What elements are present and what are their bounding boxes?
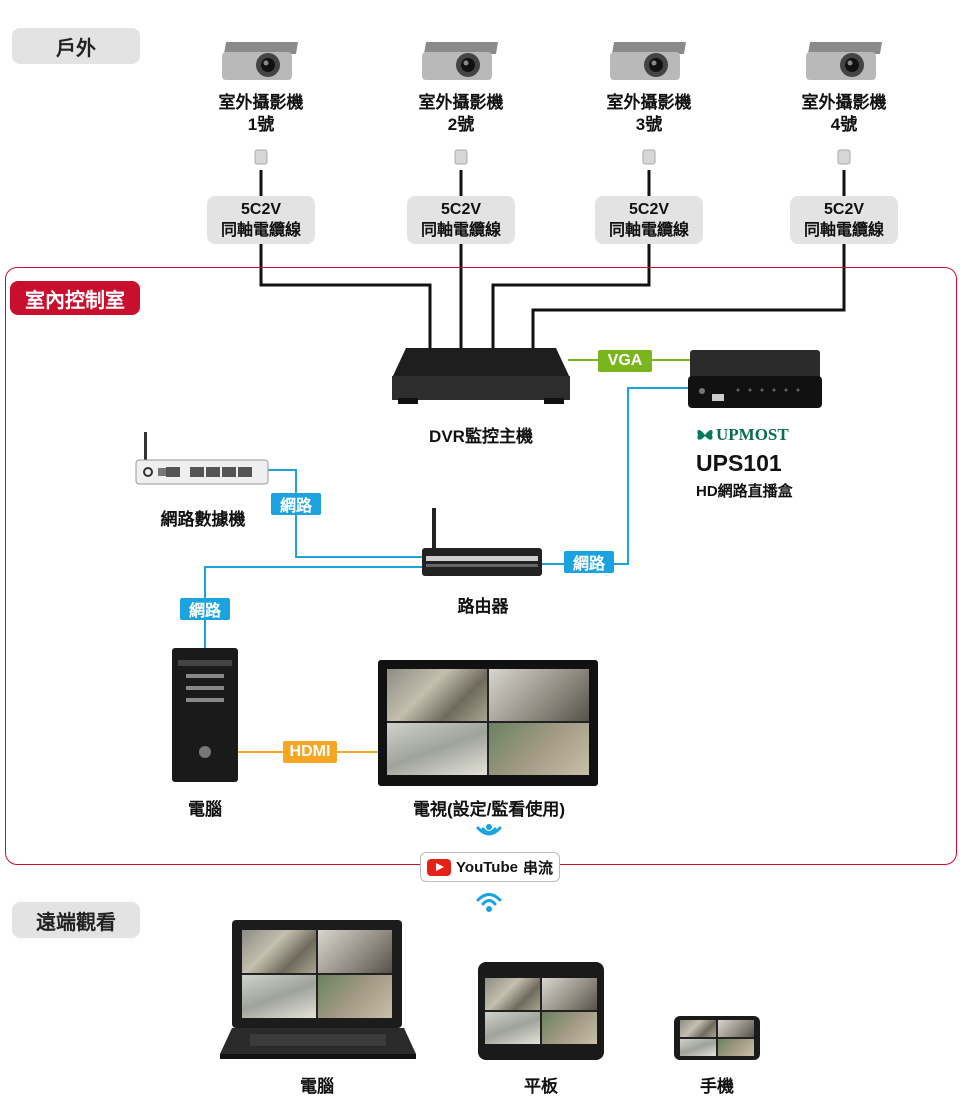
switch-label: 網路數據機 [160, 510, 246, 529]
section-indoor: 室內控制室 [10, 281, 140, 315]
network-tag-ups: 網路 [564, 551, 614, 573]
cable-label-4: 5C2V 同軸電纜線 [790, 196, 898, 244]
feed-3 [387, 723, 487, 775]
tv-screen-feeds [387, 669, 589, 775]
pc-label: 電腦 [188, 800, 222, 819]
feed-1 [485, 978, 540, 1010]
tv-monitor [378, 660, 598, 786]
ups-model: UPS101 [696, 450, 782, 476]
camera-3-number: 3號 [635, 115, 663, 134]
network-tag-pc: 網路 [180, 598, 230, 620]
outdoor-camera-1-icon [222, 42, 298, 80]
cable-type: 5C2V [823, 201, 865, 218]
outdoor-camera-4-icon [806, 42, 882, 80]
camera-2-label: 室外攝影機 2號 [401, 92, 521, 136]
cable-desc: 同軸電纜線 [608, 222, 689, 239]
feed-1 [387, 669, 487, 721]
ups101-box-icon [688, 350, 822, 408]
cable-type: 5C2V [628, 201, 670, 218]
camera-1-label: 室外攝影機 1號 [201, 92, 321, 136]
desktop-pc-icon [172, 648, 238, 782]
tv-label: 電視(設定/監看使用) [412, 800, 566, 819]
feed-3 [680, 1039, 716, 1056]
laptop-screen-feeds [242, 930, 392, 1018]
upmost-brand: UPMOST [716, 425, 789, 444]
router-icon [422, 508, 542, 576]
feed-3 [485, 1012, 540, 1044]
wifi-signal-icon [476, 824, 502, 836]
butterfly-icon [697, 430, 713, 440]
feed-4 [542, 1012, 597, 1044]
feed-1 [680, 1020, 716, 1037]
cable-desc: 同軸電纜線 [220, 222, 301, 239]
youtube-stream-badge: YouTube 串流 [420, 852, 560, 882]
outdoor-camera-2-icon [422, 42, 498, 80]
cable-label-2: 5C2V 同軸電纜線 [407, 196, 515, 244]
stream-label: 串流 [522, 859, 553, 877]
router-label: 路由器 [457, 597, 509, 616]
camera-3-name: 室外攝影機 [606, 93, 692, 112]
feed-1 [242, 930, 316, 973]
youtube-wordmark: YouTube [456, 858, 518, 876]
cable-desc: 同軸電纜線 [803, 222, 884, 239]
feed-4 [489, 723, 589, 775]
feed-2 [489, 669, 589, 721]
cable-type: 5C2V [440, 201, 482, 218]
dvr-box-icon [392, 348, 570, 404]
remote-tablet-label: 平板 [524, 1077, 558, 1096]
network-switch-icon [135, 432, 269, 485]
camera-1-number: 1號 [247, 115, 275, 134]
feed-2 [542, 978, 597, 1010]
phone-device [674, 1016, 760, 1060]
dvr-label: DVR監控主機 [429, 427, 533, 446]
network-tag-switch: 網路 [271, 493, 321, 515]
feed-4 [718, 1039, 754, 1056]
camera-3-label: 室外攝影機 3號 [589, 92, 709, 136]
cable-label-3: 5C2V 同軸電纜線 [595, 196, 703, 244]
vga-tag: VGA [598, 350, 652, 372]
camera-2-name: 室外攝影機 [418, 93, 504, 112]
camera-4-name: 室外攝影機 [801, 93, 887, 112]
phone-screen-feeds [680, 1020, 754, 1056]
cable-type: 5C2V [240, 201, 282, 218]
section-remote: 遠端觀看 [12, 902, 140, 938]
outdoor-camera-3-icon [610, 42, 686, 80]
camera-1-name: 室外攝影機 [218, 93, 304, 112]
remote-phone-label: 手機 [700, 1077, 734, 1096]
remote-laptop-label: 電腦 [300, 1077, 334, 1096]
cable-label-1: 5C2V 同軸電纜線 [207, 196, 315, 244]
laptop-device [232, 920, 402, 1028]
laptop-keyboard-icon [220, 1028, 416, 1059]
camera-4-label: 室外攝影機 4號 [784, 92, 904, 136]
camera-2-number: 2號 [447, 115, 475, 134]
feed-4 [318, 975, 392, 1018]
section-outdoor: 戶外 [12, 28, 140, 64]
tablet-device [478, 962, 604, 1060]
feed-3 [242, 975, 316, 1018]
wifi-broadcast-icon [476, 893, 502, 912]
tablet-screen-feeds [485, 978, 597, 1044]
hdmi-tag: HDMI [283, 741, 337, 763]
feed-2 [718, 1020, 754, 1037]
ups-desc: HD網路直播盒 [696, 483, 793, 500]
youtube-play-icon [427, 858, 452, 876]
cable-desc: 同軸電纜線 [420, 222, 501, 239]
feed-2 [318, 930, 392, 973]
upmost-logo: UPMOST [696, 424, 816, 446]
camera-4-number: 4號 [830, 115, 858, 134]
